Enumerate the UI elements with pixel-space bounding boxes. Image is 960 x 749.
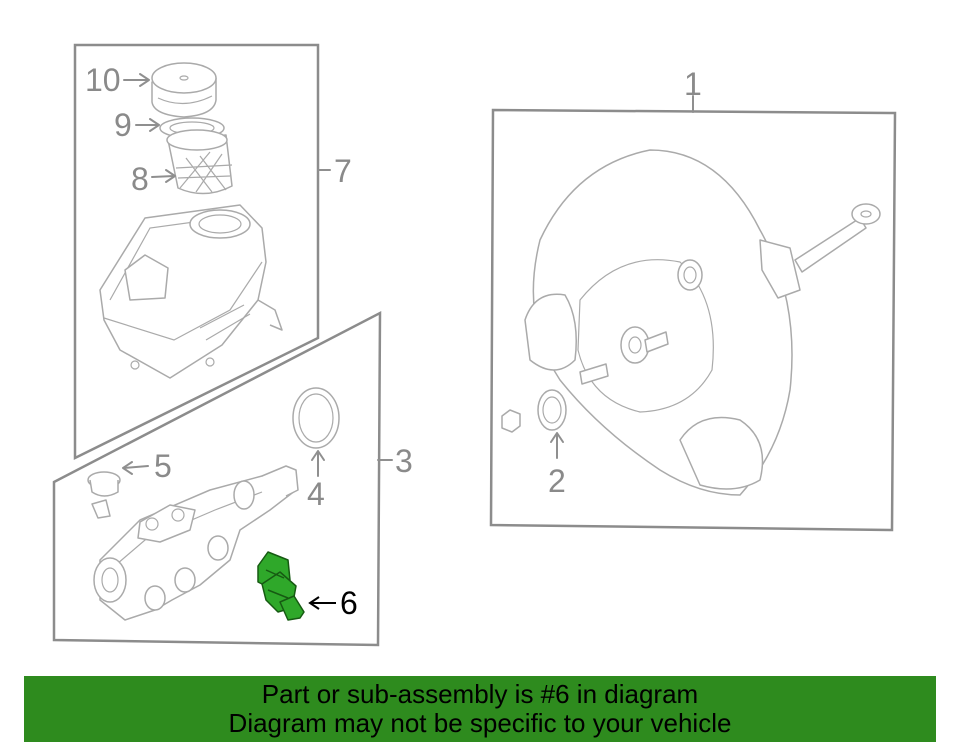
callout-7: 7 [334, 153, 352, 189]
info-banner: Part or sub-assembly is #6 in diagram Di… [24, 676, 936, 742]
booster-nut [501, 409, 521, 433]
reservoir-assembly-frame [73, 43, 320, 461]
callout-6[interactable]: 6 [340, 585, 358, 621]
booster-gasket [537, 389, 567, 431]
banner-line-part-number: Part or sub-assembly is #6 in diagram [261, 679, 699, 709]
leader-lines [122, 73, 694, 477]
pressure-sensor-highlighted[interactable] [257, 551, 305, 621]
brake-booster-frame [489, 108, 897, 532]
callout-8: 8 [131, 161, 149, 197]
reservoir-strainer [166, 129, 233, 195]
reservoir-grommet [87, 471, 121, 519]
reservoir-cap [151, 62, 217, 118]
callout-5: 5 [154, 448, 172, 484]
callout-1: 1 [684, 66, 702, 102]
brake-booster [524, 149, 881, 496]
leader-line-6 [308, 596, 336, 610]
callout-2: 2 [548, 463, 566, 499]
callout-3: 3 [395, 443, 413, 479]
banner-line-disclaimer: Diagram may not be specific to your vehi… [228, 708, 732, 738]
master-cylinder-assembly-frame [52, 310, 382, 647]
callout-9: 9 [114, 107, 132, 143]
callout-4: 4 [307, 476, 325, 512]
master-cylinder [93, 465, 299, 621]
parts-diagram: 1 2 3 4 5 6 7 8 9 10 [52, 43, 897, 647]
callout-10: 10 [85, 62, 121, 98]
o-ring-seal [292, 387, 340, 449]
fluid-reservoir [99, 204, 283, 379]
